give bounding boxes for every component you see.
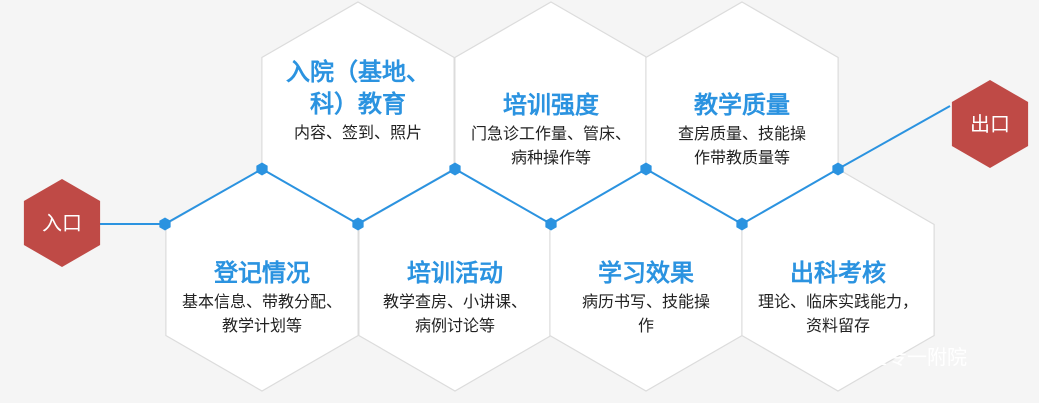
connector-line	[454, 168, 552, 225]
connector-line	[645, 168, 743, 225]
top_hexes-title: 教学质量	[694, 91, 790, 119]
connector-node	[256, 162, 268, 176]
top_hexes-description: 门急诊工作量、管床、	[471, 124, 631, 143]
bottom_hexes-description: 病例讨论等	[415, 316, 495, 335]
connector-node	[736, 217, 748, 231]
entry-hexagon	[23, 179, 101, 267]
connector-line	[357, 168, 456, 225]
exit-hexagon	[951, 80, 1029, 168]
watermark-text: 南阳医专一附院	[827, 345, 967, 369]
bottom_hexes-description: 作	[638, 316, 654, 335]
bottom_hexes-description: 资料留存	[806, 316, 870, 335]
connector-node	[449, 162, 461, 176]
exit-label: 出口	[970, 112, 1010, 136]
connector-node	[832, 162, 844, 176]
top_hexes-description: 作带教质量等	[694, 148, 790, 167]
top_hexes-description: 病种操作等	[511, 148, 591, 167]
bottom_hexes-description: 病历书写、技能操	[582, 292, 710, 311]
top_hexes-description: 查房质量、技能操	[678, 124, 806, 143]
bottom_hexes-description: 基本信息、带教分配、	[182, 292, 342, 311]
connector-node	[352, 217, 364, 231]
connector-line	[164, 168, 263, 225]
bottom_hexes-title: 出科考核	[790, 259, 886, 287]
connector-line	[550, 168, 647, 225]
bottom_hexes-title: 培训活动	[407, 259, 503, 287]
top_hexes-title: 入院（基地、	[286, 58, 430, 86]
top_hexes-title: 培训强度	[503, 91, 600, 119]
connector-line	[837, 105, 951, 170]
connector-node	[640, 162, 652, 176]
bottom_hexes-title: 学习效果	[598, 259, 694, 287]
bottom_hexes-description: 教学查房、小讲课、	[383, 292, 527, 311]
wechat-icon	[786, 344, 818, 370]
bottom_hexes-description: 理论、临床实践能力，	[758, 292, 918, 311]
bottom_hexes-title: 登记情况	[213, 259, 310, 287]
bottom_hexes-description: 教学计划等	[222, 316, 302, 335]
connector-node	[545, 217, 557, 231]
entry-label: 入口	[42, 211, 82, 235]
top_hexes-description: 内容、签到、照片	[294, 123, 422, 142]
connector-node	[159, 217, 171, 231]
connector-line	[741, 168, 839, 225]
connector-line	[261, 168, 359, 225]
top_hexes-title: 科）教育	[310, 90, 406, 118]
